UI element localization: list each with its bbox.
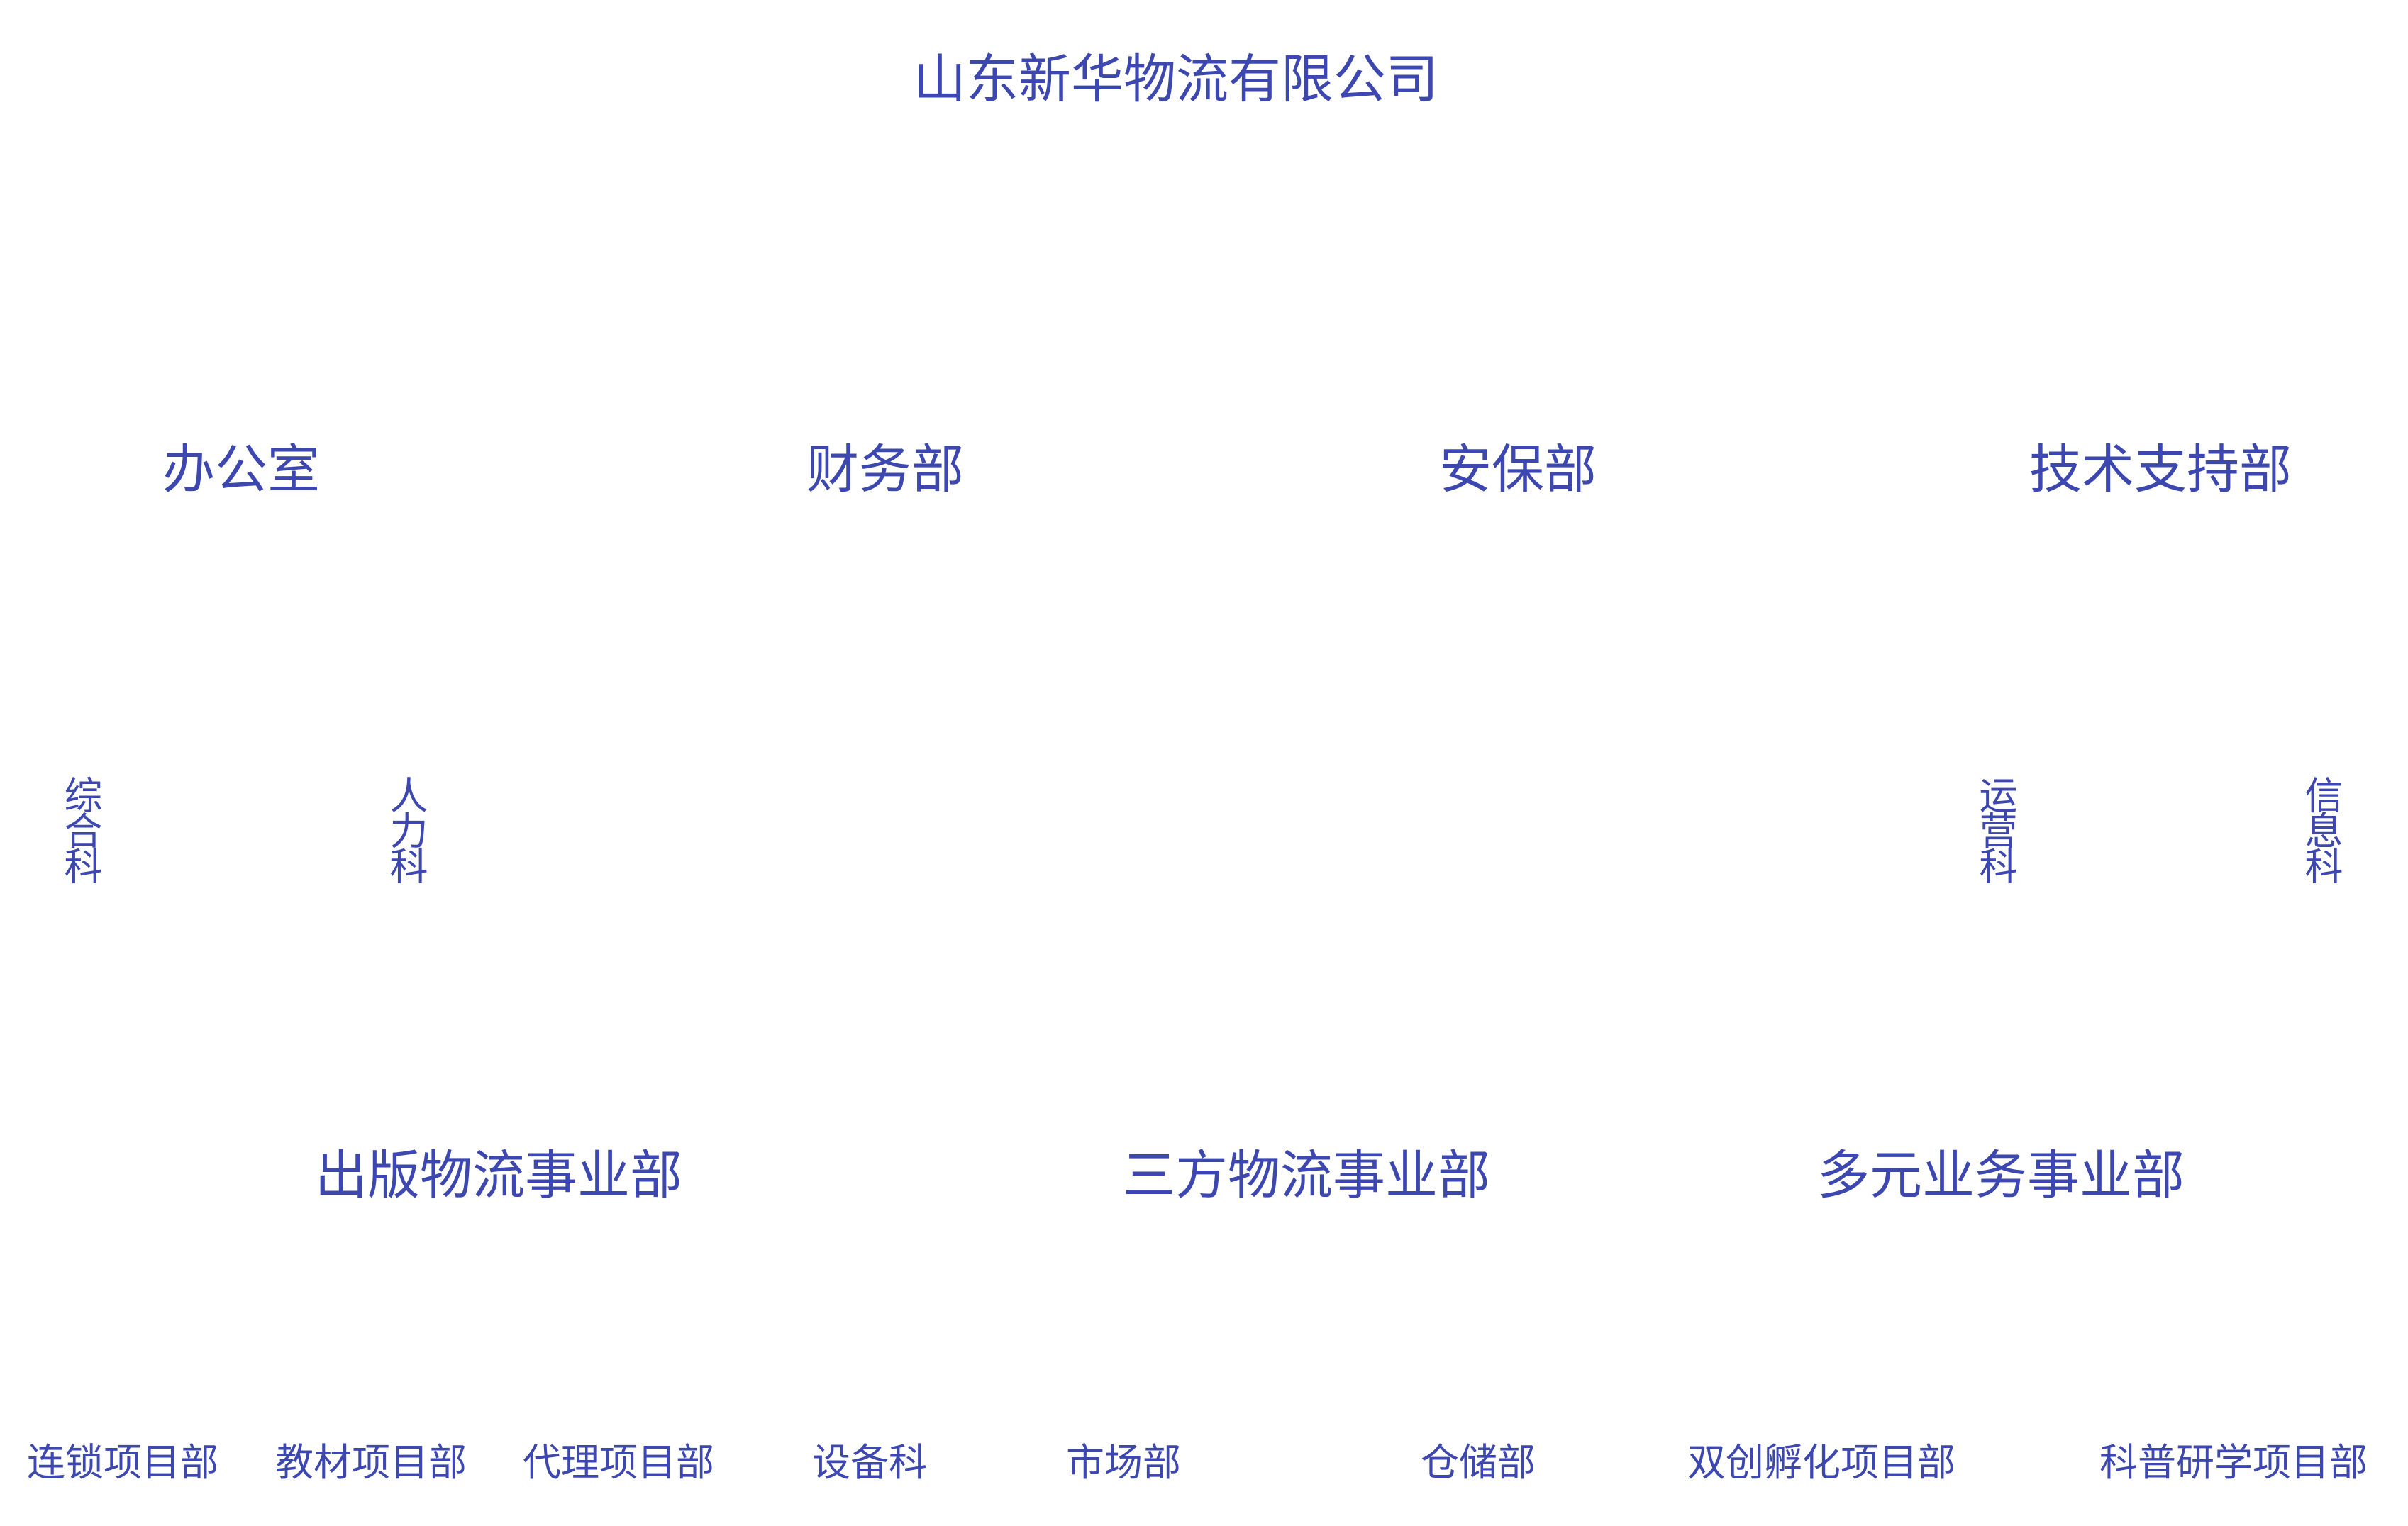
dept-tech-support: 技术支持部 <box>2029 439 2292 500</box>
unit-chain-project: 连锁项目部 <box>27 1440 218 1485</box>
company-name: 山东新华物流有限公司 <box>914 49 1438 110</box>
unit-equipment: 设备科 <box>812 1440 927 1485</box>
section-general: 综合科 <box>57 775 102 882</box>
division-diversified: 多元业务事业部 <box>1817 1145 2185 1206</box>
unit-market: 市场部 <box>1066 1440 1181 1485</box>
division-publishing: 出版物流事业部 <box>315 1145 682 1206</box>
section-hr: 人力科 <box>383 775 428 882</box>
unit-warehouse: 仓储部 <box>1421 1440 1536 1485</box>
dept-security: 安保部 <box>1439 439 1597 500</box>
dept-finance: 财务部 <box>806 439 964 500</box>
unit-agency-project: 代理项目部 <box>523 1440 714 1485</box>
unit-science-study-project: 科普研学项目部 <box>2099 1440 2368 1485</box>
unit-textbook-project: 教材项目部 <box>275 1440 467 1485</box>
dept-office: 办公室 <box>162 439 320 500</box>
section-operations: 运营科 <box>1973 775 2017 882</box>
unit-incubation-project: 双创孵化项目部 <box>1687 1440 1955 1485</box>
division-third-party: 三方物流事业部 <box>1123 1145 1490 1206</box>
section-information: 信息科 <box>2298 775 2343 882</box>
